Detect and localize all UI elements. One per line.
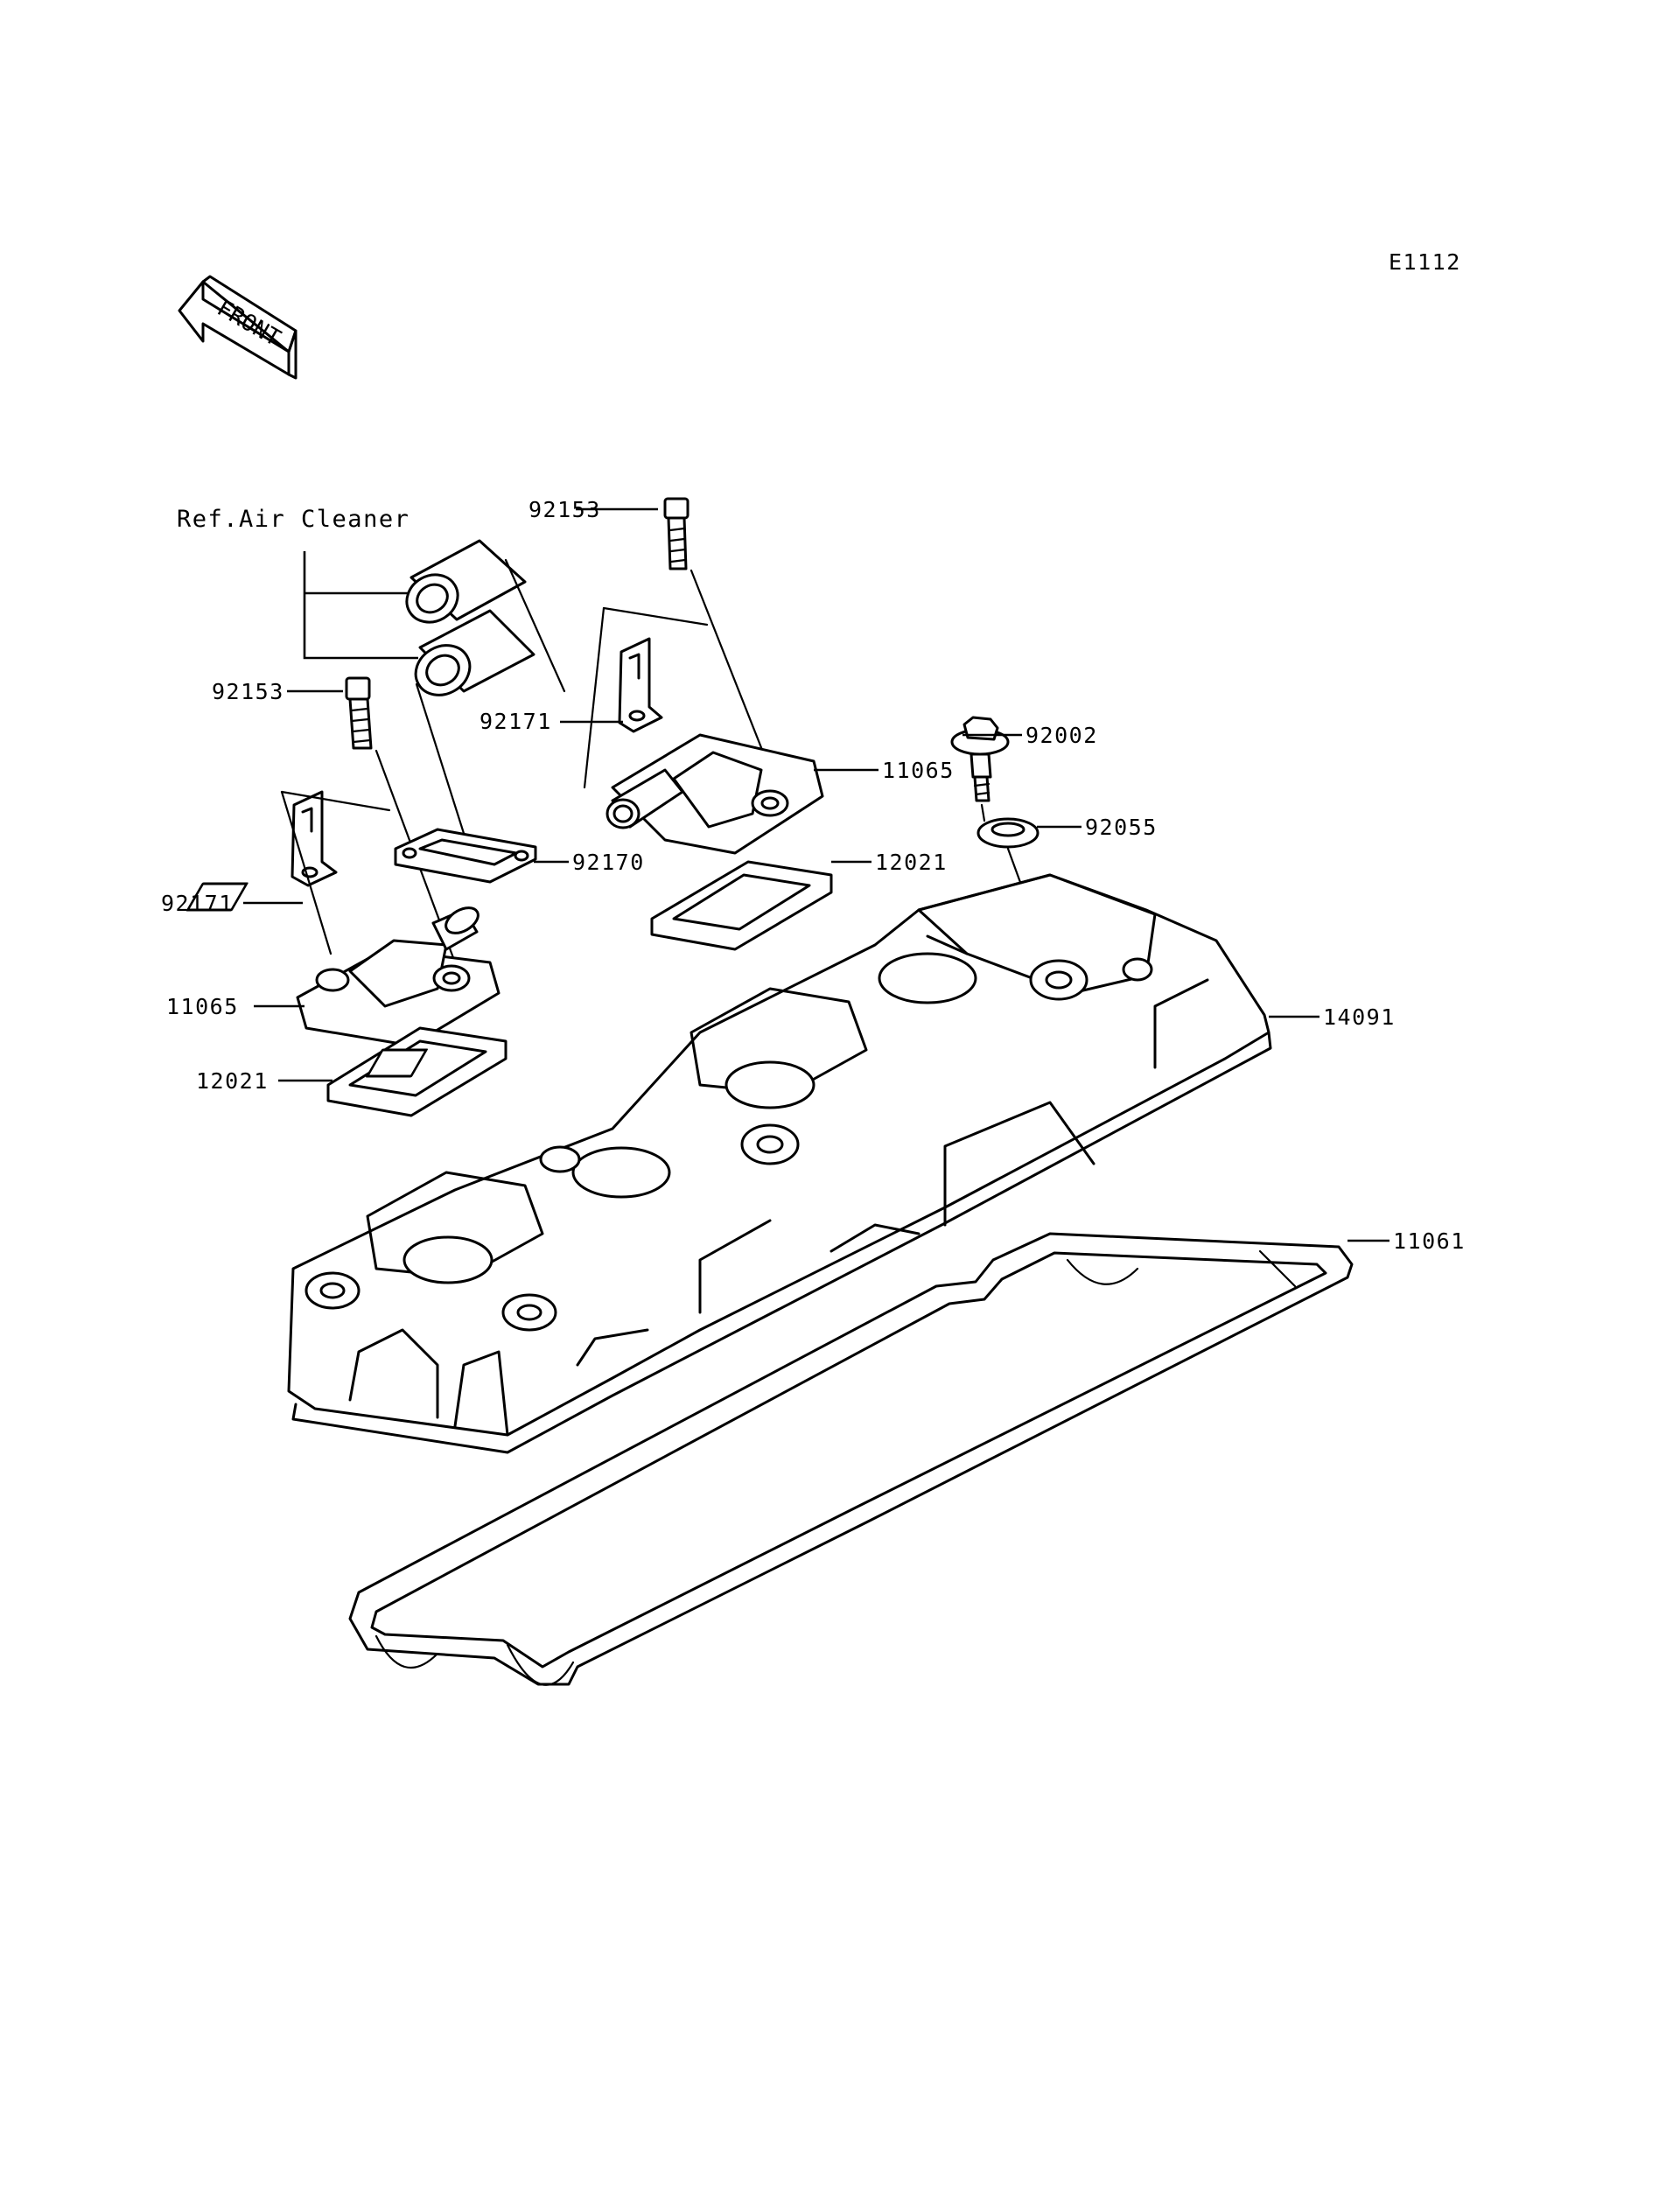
callout-12021-top: 12021	[875, 850, 948, 875]
reed-valve-12021-left	[326, 1026, 508, 1117]
bolt-92002	[950, 716, 1010, 802]
duct-sleeve-lower	[414, 609, 536, 696]
plate-92170	[394, 828, 537, 884]
front-arrow-icon: FRONT	[178, 275, 298, 380]
bracket-92171-left	[290, 790, 338, 887]
callout-11065-top: 11065	[882, 758, 955, 783]
callout-12021-left: 12021	[196, 1068, 269, 1094]
grommet-92055	[976, 817, 1040, 849]
callout-14091: 14091	[1323, 1004, 1396, 1030]
callout-92171-left: 92171	[161, 891, 234, 916]
head-cover-gasket-11061	[348, 1232, 1354, 1686]
bracket-92171-top	[618, 637, 663, 733]
reed-valve-cover-11065-top	[606, 733, 824, 855]
cylinder-head-cover-14091	[287, 873, 1272, 1454]
callout-11061: 11061	[1393, 1228, 1466, 1254]
callout-92153-top: 92153	[528, 497, 601, 522]
callout-11065-left: 11065	[166, 994, 239, 1019]
callout-92171-top: 92171	[480, 709, 552, 734]
duct-sleeve-upper	[405, 539, 527, 624]
callout-92002: 92002	[1026, 723, 1098, 748]
reed-valve-cover-11065-left	[296, 906, 500, 1047]
ref-air-cleaner-leaders	[303, 551, 418, 660]
bolt-92153-top	[663, 497, 690, 570]
callout-92170: 92170	[572, 850, 645, 875]
reed-valve-12021-top	[186, 860, 833, 951]
ref-air-cleaner-note: Ref.Air Cleaner	[177, 506, 410, 533]
bolt-92153-left	[345, 676, 373, 750]
callout-leaders	[243, 507, 1390, 1242]
callout-92055: 92055	[1085, 815, 1158, 840]
callout-92153-left: 92153	[212, 679, 284, 704]
diagram-code: E1112	[1389, 249, 1461, 275]
